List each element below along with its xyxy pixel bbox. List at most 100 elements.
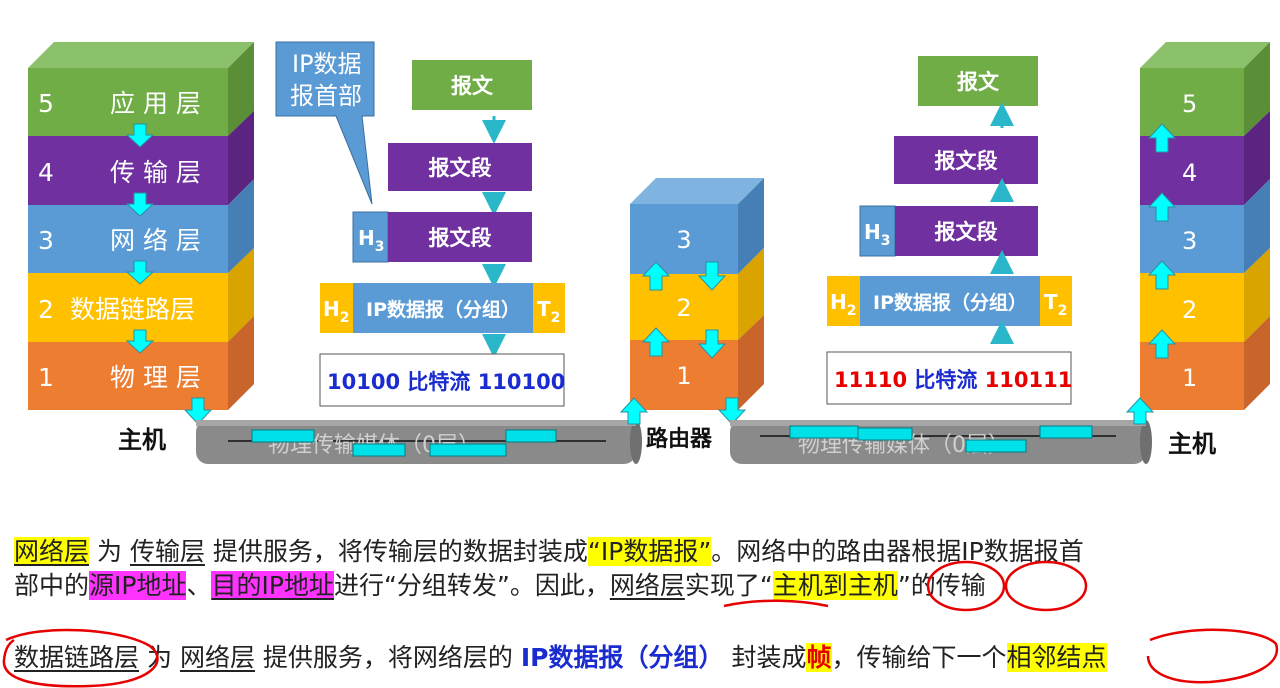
text-run: ，传输给下一个: [831, 643, 1007, 672]
svg-text:H3: H3: [358, 226, 385, 255]
h2-sub: 2: [847, 303, 857, 319]
ip-packet-label: IP数据报（分组）: [873, 291, 1027, 314]
router-layer-1: [630, 340, 738, 410]
layer-2-num: 2: [38, 295, 54, 324]
h3-segment-box: [895, 206, 1038, 256]
down-arrow-icon: [697, 329, 727, 359]
callout-line-2: 报首部: [290, 82, 362, 110]
text-run: 进行“分组转发”。因此，: [333, 571, 610, 600]
h3-letter: H: [358, 226, 375, 250]
h3-segment-box: [388, 212, 532, 262]
text-run: 部中的: [14, 571, 90, 600]
segment-box: [894, 136, 1038, 184]
text-run: 提供服务，将传输层的数据封装成: [212, 537, 588, 566]
svg-text:11110 比特流 110111: 11110 比特流 110111: [834, 368, 1072, 392]
layer-5-block: [1140, 68, 1244, 136]
bit-segment: [505, 429, 557, 443]
t2-letter: T: [1044, 290, 1058, 314]
bitstream-box: [826, 351, 1072, 405]
layer-2-block: [28, 273, 228, 342]
right-host-stack: 5 4 3 2 1 主机: [1125, 42, 1270, 458]
text-run: 封装成: [731, 643, 807, 672]
bitstream-box: [319, 353, 565, 407]
layer-4-num: 4: [1182, 159, 1197, 187]
layer-5-block: [28, 68, 228, 136]
h3-sub: 3: [881, 233, 891, 249]
bit-segment: [429, 443, 507, 457]
text-run: 、: [186, 571, 212, 600]
down-arrow-icon: [697, 261, 727, 291]
text-run: 。网络中的路由器根据IP数据报首: [711, 537, 1084, 566]
t2-sub: 2: [1058, 303, 1068, 319]
svg-text:T2: T2: [1044, 290, 1067, 319]
h3-header: [859, 205, 896, 257]
text-run: 为: [96, 537, 122, 566]
underlined-network-layer-2: 网络层: [179, 643, 255, 672]
bit-segment: [857, 427, 913, 441]
up-arrow-icon: [641, 261, 671, 291]
layer-4-block: [28, 136, 228, 205]
layer-3-name: 网 络 层: [110, 226, 201, 255]
bits-suffix: 110111: [985, 368, 1073, 392]
h3-sub: 3: [375, 239, 385, 255]
paragraph-3: 数据链路层 为 网络层 提供服务，将网络层的 IP数据报（分组） 封装成帧，传输…: [14, 640, 1276, 676]
text-run: ”的传输: [897, 571, 986, 600]
text-run: 提供服务，将网络层的: [262, 643, 513, 672]
down-arrow-icon: [125, 260, 155, 285]
underlined-network-layer: 网络层: [609, 571, 685, 600]
router-layer-3: [630, 204, 738, 274]
callout-line-1: IP数据: [292, 50, 362, 78]
router-label: 路由器: [646, 426, 713, 452]
highlight-host-to-host: 主机到主机: [772, 571, 898, 600]
svg-text:10100 比特流 110100: 10100 比特流 110100: [327, 370, 565, 394]
left-medium-pipe: 物理传输媒体（0层）: [196, 420, 642, 464]
layer-2-num: 2: [1182, 296, 1197, 324]
ip-packet-box: [860, 276, 1040, 326]
left-host-label: 主机: [118, 426, 166, 454]
up-arrow-icon: [1147, 123, 1177, 153]
explanation-text: 网络层 为 传输层 提供服务，将传输层的数据封装成“IP数据报”。网络中的路由器…: [0, 528, 1280, 688]
highlight-adjacent-node: 相邻结点: [1006, 643, 1107, 672]
layer-4-name: 传 输 层: [110, 158, 201, 187]
down-arrow-icon: [183, 397, 213, 425]
bit-segment: [1039, 425, 1093, 439]
layer-1-name: 物 理 层: [110, 363, 201, 392]
down-arrow-icon: [125, 192, 155, 217]
highlight-network-layer: 网络层: [14, 537, 90, 566]
right-encapsulation: 报文 报文段 H3 报文段 H2 IP数据报（分组） T2 11110 比特流 …: [826, 56, 1072, 405]
router-layer-1-num: 1: [676, 362, 691, 390]
message-label: 报文: [451, 74, 494, 98]
red-annotations: [2, 560, 1279, 688]
underlined-transport-layer: 传输层: [129, 537, 205, 566]
down-arrow-icon: [717, 397, 747, 425]
bit-segment: [965, 439, 1027, 453]
h3-letter: H: [864, 220, 881, 244]
bit-segment: [251, 429, 315, 443]
layer-4-num: 4: [38, 158, 54, 187]
ip-header-callout: IP数据 报首部: [275, 41, 375, 205]
text-run: 实现了“: [684, 571, 773, 600]
red-circle-annotation: [1146, 628, 1279, 684]
layer-3-num: 3: [38, 226, 54, 255]
h2-sub: 2: [340, 310, 350, 326]
paragraph-1: 网络层 为 传输层 提供服务，将传输层的数据封装成“IP数据报”。网络中的路由器…: [14, 534, 1276, 570]
ip-packet-label: IP数据报（分组）: [366, 298, 520, 321]
message-label: 报文: [957, 70, 1000, 94]
h2-letter: H: [323, 297, 340, 321]
down-arrow-icon: [125, 329, 155, 354]
right-medium-pipe: 物理传输媒体（0层）: [730, 420, 1152, 464]
svg-text:H3: H3: [864, 220, 891, 249]
highlight-source-ip: 源IP地址: [89, 571, 187, 600]
h2-letter: H: [830, 290, 847, 314]
h3-header: [352, 211, 389, 263]
left-encapsulation: 报文 报文段 H3 报文段 H2 IP数据报（分组） T2 10100 比特流 …: [319, 60, 565, 407]
router-stack: 3 2 1 路由器: [619, 178, 764, 452]
h2-header: [320, 283, 353, 333]
layer-5-num: 5: [38, 89, 54, 118]
highlight-dest-ip: 目的IP地址: [211, 571, 334, 600]
h2-header: [827, 276, 860, 326]
bits-prefix: 11110: [834, 368, 907, 392]
svg-text:H2: H2: [323, 297, 350, 326]
bit-segment: [789, 425, 859, 439]
red-circle-annotation: [926, 560, 1006, 612]
